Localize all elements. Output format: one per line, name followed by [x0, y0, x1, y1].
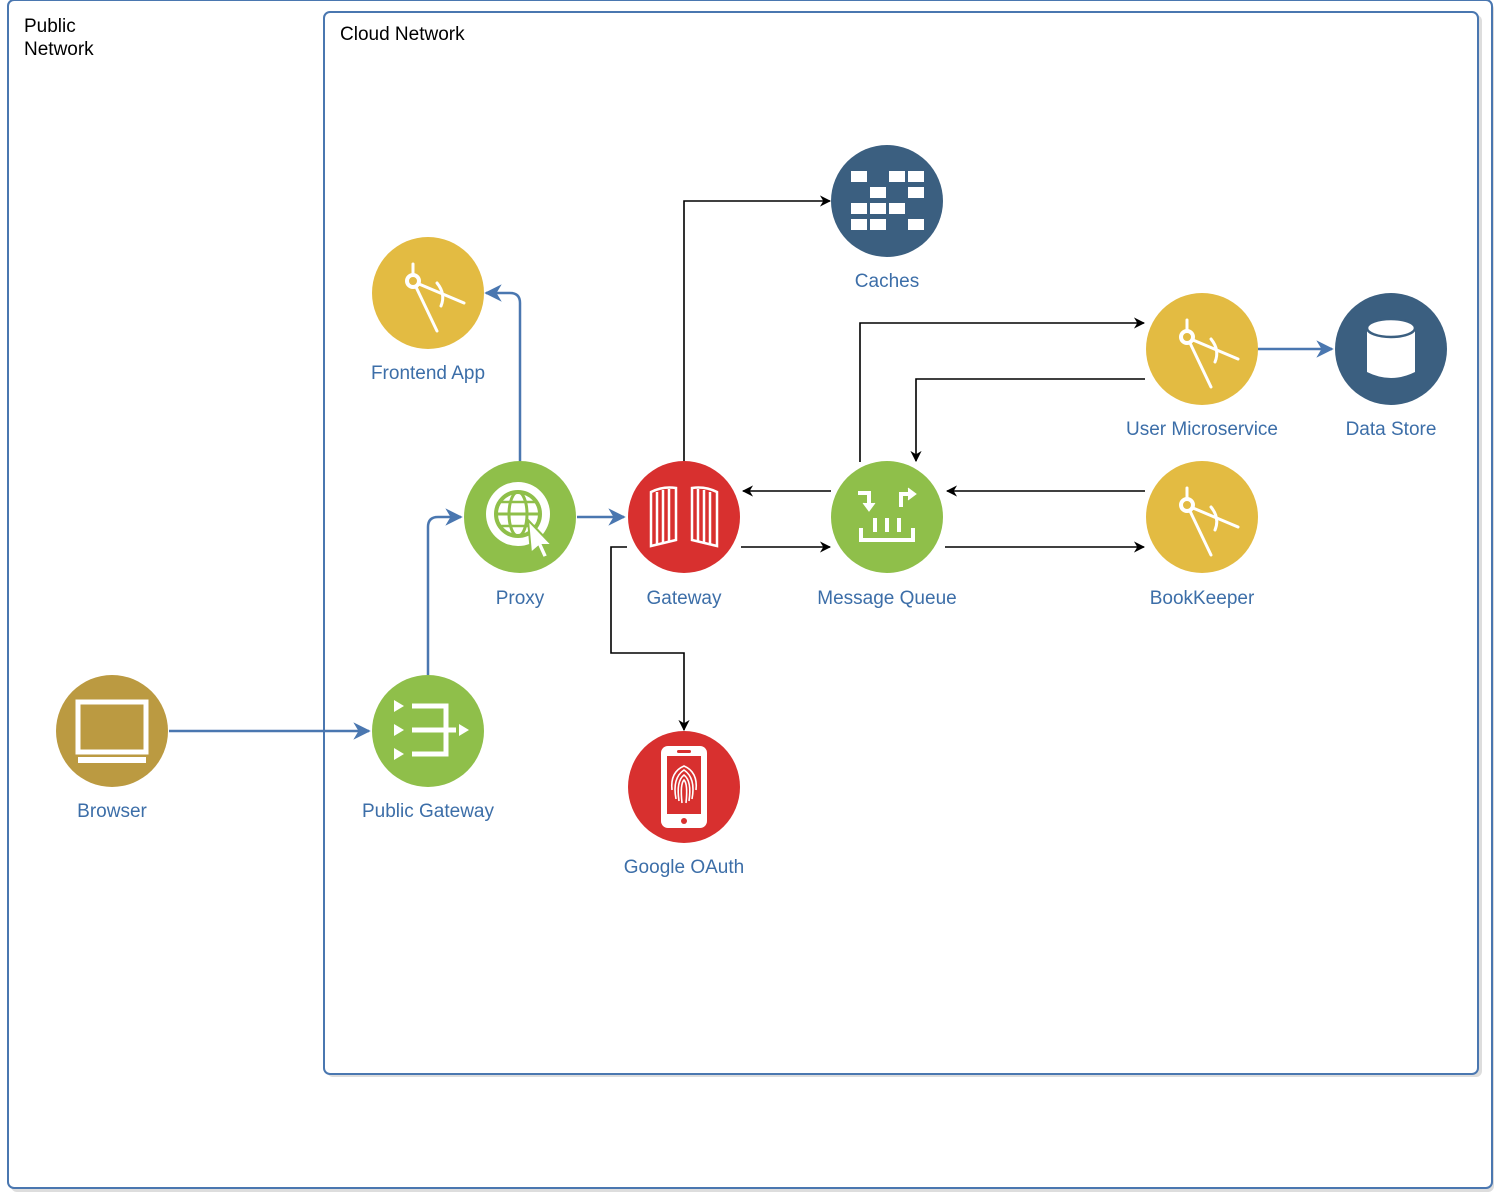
node-caches[interactable]: Caches [831, 145, 943, 292]
user-microservice-label: User Microservice [1126, 419, 1278, 440]
edge-proxy-to-frontend-app [484, 284, 522, 461]
caches-circle [831, 145, 943, 257]
node-frontend-app[interactable]: Frontend App [371, 237, 485, 384]
edge-gateway-to-google-oauth [610, 546, 690, 732]
compass-icon [405, 262, 466, 333]
gate-icon [649, 486, 719, 548]
message-queue-circle [831, 461, 943, 573]
cache-grid-icon [851, 171, 924, 230]
edges [169, 195, 1334, 740]
edge-message-queue-to-user-microservice [859, 317, 1146, 462]
cloud-network-label: Cloud Network [340, 24, 465, 45]
data-store-label: Data Store [1346, 419, 1437, 440]
node-bookkeeper[interactable]: BookKeeper [1146, 461, 1258, 609]
node-public-gateway[interactable]: Public Gateway [362, 675, 495, 822]
user-microservice-circle [1146, 293, 1258, 405]
monitor-icon [75, 699, 149, 763]
browser-label: Browser [77, 801, 147, 822]
browser-circle [56, 675, 168, 787]
gateway-label: Gateway [647, 588, 722, 609]
frontend-app-circle [372, 237, 484, 349]
edge-user-microservice-to-message-queue [910, 378, 1145, 463]
node-browser[interactable]: Browser [56, 675, 168, 822]
fingerprint-phone-icon [661, 746, 707, 828]
edge-gateway-to-caches [683, 195, 832, 461]
public-network-label-line1: Public [24, 16, 76, 37]
bookkeeper-circle [1146, 461, 1258, 573]
node-data-store[interactable]: Data Store [1335, 293, 1447, 440]
globe-cursor-icon [486, 482, 555, 560]
caches-label: Caches [855, 271, 919, 292]
database-icon [1365, 317, 1417, 378]
compass-icon [1179, 486, 1240, 557]
node-user-microservice[interactable]: User Microservice [1126, 293, 1278, 440]
gateway-circle [628, 461, 740, 573]
message-queue-label: Message Queue [817, 588, 956, 609]
frontend-app-label: Frontend App [371, 363, 485, 384]
public-network-label-line2: Network [24, 39, 94, 60]
public-gateway-label: Public Gateway [362, 801, 495, 822]
proxy-label: Proxy [496, 588, 545, 609]
bookkeeper-label: BookKeeper [1150, 588, 1255, 609]
compass-icon [1179, 318, 1240, 389]
edge-public-gateway-to-proxy [426, 508, 463, 675]
google-oauth-label: Google OAuth [624, 857, 744, 878]
node-message-queue[interactable]: Message Queue [817, 461, 957, 609]
node-gateway[interactable]: Gateway [628, 461, 740, 609]
queue-icon [858, 487, 917, 542]
node-google-oauth[interactable]: Google OAuth [624, 731, 744, 878]
router-icon [394, 700, 469, 760]
node-proxy[interactable]: Proxy [464, 461, 576, 609]
